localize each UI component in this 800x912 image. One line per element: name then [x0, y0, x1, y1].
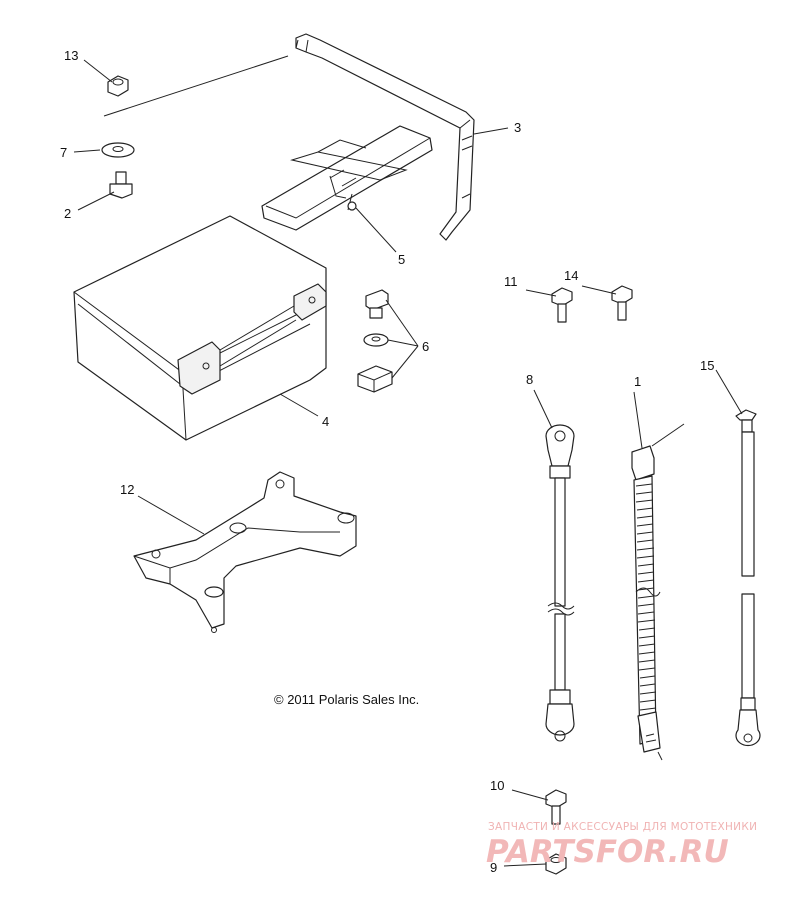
callout-11: 11 — [504, 274, 518, 289]
callout-4: 4 — [322, 414, 329, 429]
callout-6: 6 — [422, 339, 429, 354]
part-11-screw — [551, 287, 573, 323]
copyright-text: © 2011 Polaris Sales Inc. — [274, 692, 419, 707]
callout-3: 3 — [514, 120, 521, 135]
watermark-logo: PARTSFOR.RU — [486, 834, 729, 870]
callout-2: 2 — [64, 206, 71, 221]
part-15-cable — [735, 409, 761, 747]
callout-12: 12 — [120, 482, 134, 497]
part-4-battery — [73, 215, 327, 441]
callout-13: 13 — [64, 48, 78, 63]
callout-numbers: 1 2 3 4 5 6 7 8 9 10 11 12 13 14 15 — [60, 48, 714, 875]
callout-15: 15 — [700, 358, 714, 373]
leader-lines — [73, 59, 743, 867]
callout-14: 14 — [564, 268, 578, 283]
callout-10: 10 — [490, 778, 504, 793]
callout-5: 5 — [398, 252, 405, 267]
part-10-bolt — [545, 789, 567, 825]
callout-8: 8 — [526, 372, 533, 387]
watermark-tagline: ЗАПЧАСТИ И АКСЕССУАРЫ ДЛЯ МОТОТЕХНИКИ — [488, 821, 757, 833]
part-9-nut — [545, 853, 567, 875]
part-14-screw — [611, 285, 633, 321]
part-5-battery-tray — [261, 125, 433, 231]
callout-1: 1 — [634, 374, 641, 389]
part-1-cable — [631, 423, 685, 761]
watermark: ЗАПЧАСТИ И АКСЕССУАРЫ ДЛЯ МОТОТЕХНИКИ PA… — [486, 821, 757, 870]
part-13-nut — [107, 75, 129, 97]
part-7-washer — [101, 142, 135, 158]
callout-7: 7 — [60, 145, 67, 160]
part-2-bolt — [109, 171, 133, 199]
callout-9: 9 — [490, 860, 497, 875]
part-6-hardware-set — [357, 289, 393, 393]
part-3-hold-down-strap — [295, 33, 475, 241]
part-8-cable — [545, 424, 575, 742]
part-12-mount-bracket — [133, 471, 357, 633]
